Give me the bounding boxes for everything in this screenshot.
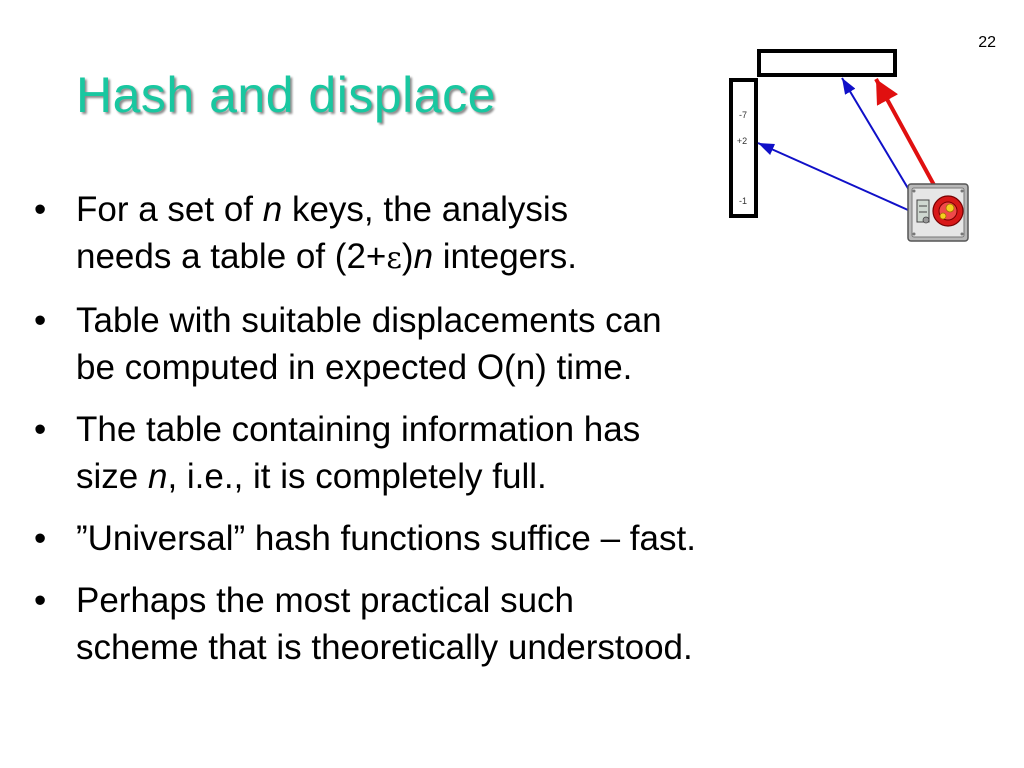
epsilon-symbol: ε: [386, 241, 402, 276]
bullet-text: needs a table of (2+: [76, 237, 387, 276]
bullet-item-5: • Perhaps the most practical such scheme…: [34, 577, 914, 671]
bullet-item-4: • ”Universal” hash functions suffice – f…: [34, 515, 914, 562]
bullet-item-1: • For a set of n keys, the analysis need…: [34, 186, 914, 282]
hash-displace-diagram: -7 +2 -1: [729, 49, 969, 242]
bullet-marker: •: [34, 581, 47, 620]
displacement-value-1: -7: [739, 110, 747, 120]
slide-number: 22: [978, 34, 996, 51]
bullet-item-3: • The table containing information has s…: [34, 406, 914, 500]
blue-arrow-to-table: [841, 77, 913, 196]
bullet-text: ): [401, 237, 414, 276]
bullet-text: , i.e., it is completely full.: [167, 457, 547, 496]
bullet-text: Table with suitable displacements can: [76, 301, 662, 340]
slide-title: Hash and displace: [76, 67, 496, 123]
bullet-text: scheme that is theoretically understood.: [76, 628, 693, 667]
variable-n: n: [262, 190, 283, 229]
bullet-text: keys, the analysis: [282, 190, 569, 229]
bullet-text: ”Universal” hash functions suffice – fas…: [76, 519, 696, 558]
bullet-marker: •: [34, 519, 47, 558]
displacement-value-2: +2: [737, 136, 747, 146]
blue-arrow-to-column: [757, 142, 909, 211]
bullet-text: For a set of: [76, 190, 263, 229]
bullet-text: size: [76, 457, 148, 496]
bullet-text: Perhaps the most practical such: [76, 581, 575, 620]
bullet-item-2: • Table with suitable displacements can …: [34, 297, 914, 391]
bullet-marker: •: [34, 410, 47, 449]
variable-n: n: [413, 237, 434, 276]
bullet-text: be computed in expected O(n) time.: [76, 348, 633, 387]
hash-table-box: [757, 49, 897, 77]
red-arrow-to-table: [874, 78, 936, 186]
bullet-text: The table containing information has: [76, 410, 641, 449]
variable-n: n: [147, 457, 168, 496]
bullet-list: • For a set of n keys, the analysis need…: [34, 186, 914, 686]
bullet-text: integers.: [433, 237, 578, 276]
bullet-marker: •: [34, 190, 47, 229]
displacement-column: [729, 78, 758, 218]
hash-machine-icon: [907, 183, 969, 242]
displacement-value-3: -1: [739, 196, 747, 206]
bullet-marker: •: [34, 301, 47, 340]
